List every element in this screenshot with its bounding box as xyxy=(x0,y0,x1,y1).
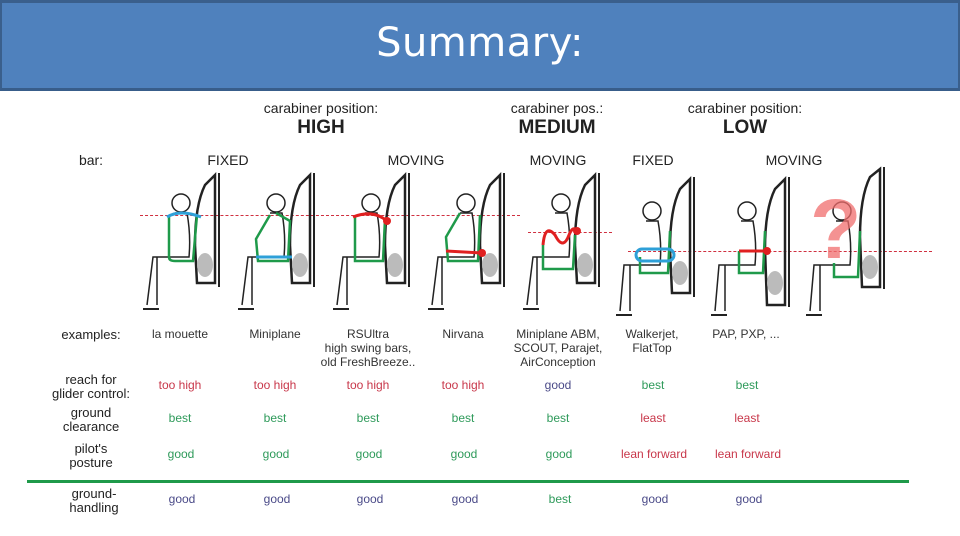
reach-cell-4: too high xyxy=(441,378,485,392)
carabiner-medium-label: carabiner pos.: xyxy=(510,100,604,116)
groundhandling-cell-5: best xyxy=(548,492,572,506)
example-2: Miniplane xyxy=(249,327,301,341)
groundhandling-cell-2: good xyxy=(263,492,291,506)
reach-cell-6: best xyxy=(641,378,665,392)
bar-type-moving-medium: MOVING xyxy=(529,152,587,168)
clearance-cell-1: best xyxy=(168,411,192,425)
figure-nirvana xyxy=(420,165,515,325)
reach-cell-7: best xyxy=(735,378,759,392)
question-mark: ? xyxy=(810,182,862,276)
clearance-cell-5: best xyxy=(546,411,570,425)
groundhandling-cell-4: good xyxy=(451,492,479,506)
bar-type-fixed-high: FIXED xyxy=(207,152,249,168)
carabiner-medium-value: MEDIUM xyxy=(518,117,596,138)
figure-rsultra xyxy=(325,165,420,325)
carabiner-line-high xyxy=(140,215,520,216)
clearance-cell-7: least xyxy=(734,411,760,425)
figure-walkerjet xyxy=(610,165,705,325)
figure-miniplane-abm xyxy=(515,165,610,325)
posture-cell-4: good xyxy=(450,447,478,461)
clearance-cell-3: best xyxy=(356,411,380,425)
posture-cell-6: lean forward xyxy=(620,447,688,461)
bar-type-moving-high: MOVING xyxy=(387,152,445,168)
groundhandling-cell-1: good xyxy=(168,492,196,506)
figure-miniplane xyxy=(230,165,325,325)
clearance-cell-4: best xyxy=(451,411,475,425)
posture-cell-5: good xyxy=(545,447,573,461)
pilot-harness-illustration xyxy=(143,171,220,310)
carabiner-high-label: carabiner position: xyxy=(263,100,379,116)
example-5: Miniplane ABM, SCOUT, Parajet, AirConcep… xyxy=(513,327,603,369)
groundhandling-cell-3: good xyxy=(356,492,384,506)
reach-cell-5: good xyxy=(544,378,572,392)
page-title: Summary: xyxy=(376,19,584,66)
carabiner-low-label: carabiner position: xyxy=(687,100,803,116)
row-label-reach: reach for glider control: xyxy=(51,372,131,401)
example-3: RSUltra high swing bars, old FreshBreeze… xyxy=(320,327,416,369)
row-label-examples: examples: xyxy=(61,327,121,342)
row-label-posture: pilot's posture xyxy=(69,441,113,470)
title-bar: Summary: xyxy=(0,0,960,91)
example-6: Walkerjet, FlatTop xyxy=(625,327,679,355)
carabiner-high-value: HIGH xyxy=(297,117,345,138)
figure-la-mouette xyxy=(135,165,230,325)
section-divider xyxy=(27,480,909,483)
reach-cell-3: too high xyxy=(346,378,390,392)
example-4: Nirvana xyxy=(442,327,484,341)
reach-cell-2: too high xyxy=(253,378,297,392)
carabiner-line-low xyxy=(628,251,932,252)
row-label-clearance: ground clearance xyxy=(62,405,120,434)
posture-cell-1: good xyxy=(167,447,195,461)
example-1: la mouette xyxy=(151,327,209,341)
posture-cell-3: good xyxy=(355,447,383,461)
bar-type-fixed-low: FIXED xyxy=(632,152,674,168)
example-7: PAP, PXP, ... xyxy=(712,327,780,341)
posture-cell-7: lean forward xyxy=(714,447,782,461)
clearance-cell-6: least xyxy=(640,411,666,425)
row-label-groundhandling: ground- handling xyxy=(69,486,119,515)
posture-cell-2: good xyxy=(262,447,290,461)
reach-cell-1: too high xyxy=(158,378,202,392)
bar-type-moving-low: MOVING xyxy=(765,152,823,168)
groundhandling-cell-7: good xyxy=(735,492,763,506)
figure-unknown: ? xyxy=(800,165,895,325)
figure-pap xyxy=(705,165,800,325)
bar-row-label: bar: xyxy=(78,152,104,168)
carabiner-low-value: LOW xyxy=(722,117,768,138)
groundhandling-cell-6: good xyxy=(641,492,669,506)
clearance-cell-2: best xyxy=(263,411,287,425)
